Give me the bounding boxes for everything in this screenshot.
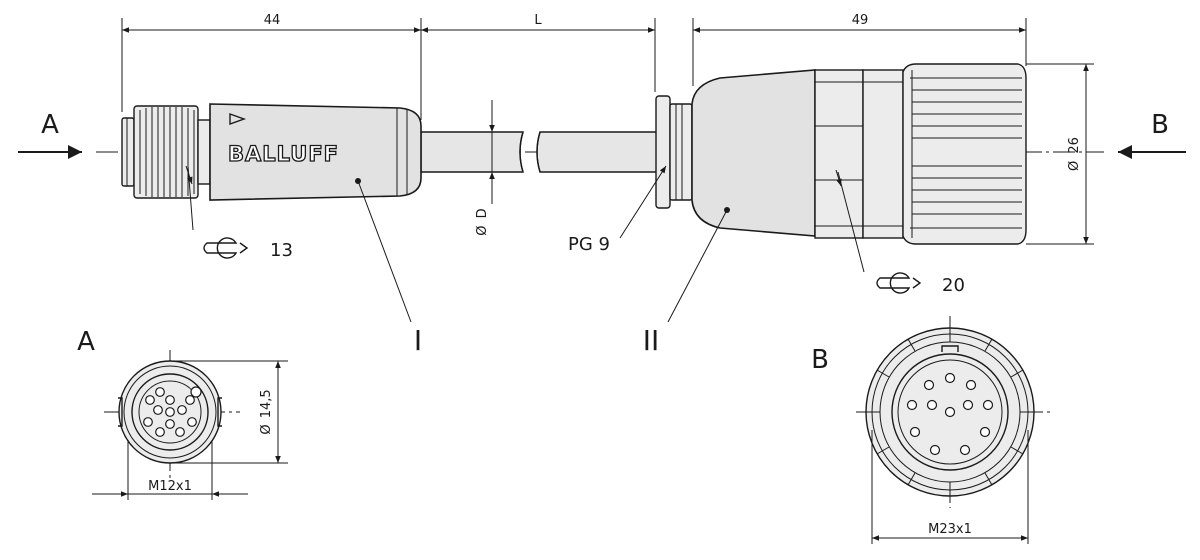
dimension-right-length: 49 — [852, 13, 869, 28]
pg9-gland — [655, 95, 693, 209]
connector-i-m12: BALLUFF — [121, 103, 422, 201]
svg-text:Ø D: Ø D — [475, 208, 490, 235]
wrench-icon-right — [876, 272, 922, 294]
view-b-label: B — [1151, 110, 1169, 140]
pg9-callout: PG 9 — [568, 165, 667, 255]
brand-logo: BALLUFF — [228, 142, 339, 166]
wrench-size-left: 13 — [270, 240, 293, 261]
cable-diameter-dimension: Ø D — [475, 100, 495, 236]
dimension-cable-length: L — [534, 13, 542, 28]
leader-part-one: I — [357, 180, 422, 357]
front-a-diameter-value: 14,5 — [259, 389, 274, 418]
diameter-symbol-14: Ø — [259, 424, 274, 434]
front-a-thread-dimension: M12x1 — [92, 440, 248, 500]
knurled-ring-right — [902, 63, 1027, 245]
dimension-left-length: 44 — [264, 13, 281, 28]
front-a-thread-value: M12x1 — [148, 479, 192, 494]
front-b-thread-value: M23x1 — [928, 522, 972, 537]
front-a-diameter-dimension: Ø 14,5 — [170, 360, 288, 464]
cable — [420, 131, 659, 173]
knurl-notches-front — [866, 328, 1034, 496]
front-view-a: A — [77, 327, 240, 478]
part-two-label: II — [643, 324, 660, 357]
cable-diameter-value: D — [475, 208, 490, 218]
view-arrow-a: A — [18, 110, 82, 159]
right-diameter-dimension: Ø 26 — [1026, 63, 1094, 245]
part-one-label: I — [414, 324, 422, 357]
wrench-icon-left — [203, 237, 249, 259]
gland-label: PG 9 — [568, 234, 610, 255]
wrench-13-callout: 13 — [185, 165, 293, 261]
diameter-symbol-26: Ø — [1067, 161, 1082, 171]
connector-body-left — [209, 103, 422, 201]
front-view-b: B — [811, 316, 1050, 508]
front-b-thread-dimension: M23x1 — [871, 430, 1029, 544]
diameter-symbol-d: Ø — [475, 225, 490, 235]
wrench-20-callout: 20 — [835, 169, 965, 296]
top-dimensions: 44 L 49 — [121, 13, 1027, 120]
view-arrow-b: B — [1118, 110, 1186, 159]
orientation-triangle-icon — [229, 113, 247, 125]
leader-part-two: II — [643, 209, 728, 357]
front-view-b-label: B — [811, 345, 829, 375]
svg-text:Ø 26: Ø 26 — [1067, 137, 1082, 171]
right-diameter-value: 26 — [1067, 137, 1082, 154]
wrench-size-right: 20 — [942, 275, 965, 296]
svg-text:Ø 14,5: Ø 14,5 — [259, 389, 274, 434]
view-a-label: A — [41, 110, 59, 140]
connector-body-right — [691, 69, 816, 237]
front-view-a-label: A — [77, 327, 95, 357]
connector-ii-m23 — [691, 63, 1027, 245]
